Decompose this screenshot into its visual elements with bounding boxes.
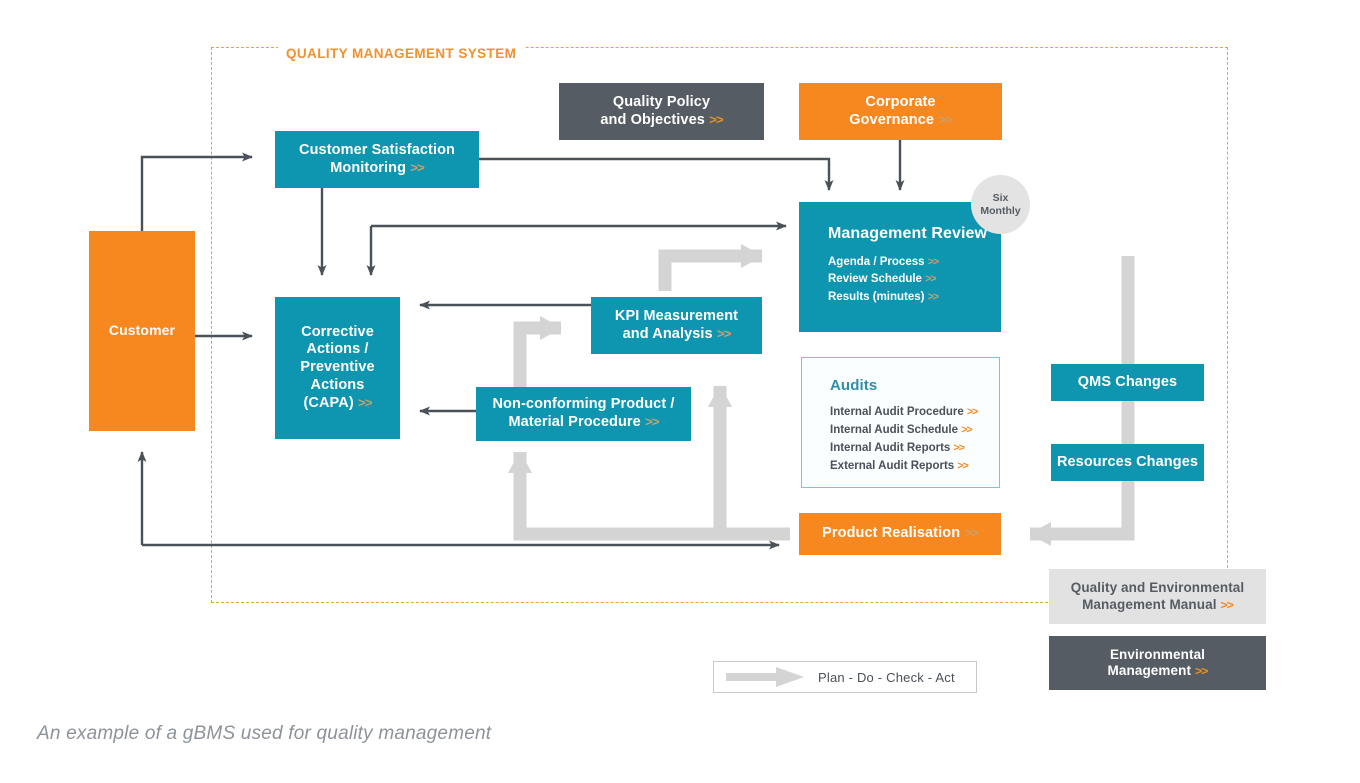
corpgov-line2: Governance bbox=[849, 111, 935, 128]
chevron-icon: >> bbox=[953, 442, 965, 455]
node-customer[interactable]: Customer bbox=[89, 231, 195, 431]
ncp-line1: Non-conforming Product / bbox=[492, 396, 675, 413]
qpo-line1: Quality Policy bbox=[612, 93, 711, 110]
audits-link-external-reports[interactable]: External Audit Reports >> bbox=[830, 460, 969, 473]
node-quality-and-environmental-management-manual[interactable]: Quality and Environmental Management Man… bbox=[1049, 569, 1266, 624]
six-monthly-line2: Monthly bbox=[980, 204, 1021, 217]
legend: Plan - Do - Check - Act bbox=[713, 661, 977, 693]
chevron-icon: >> bbox=[1220, 597, 1233, 612]
ncp-line2: Material Procedure bbox=[508, 414, 641, 430]
audits-title: Audits bbox=[830, 377, 878, 394]
chevron-icon: >> bbox=[925, 273, 936, 286]
node-customer-satisfaction-monitoring[interactable]: Customer Satisfaction Monitoring >> bbox=[275, 131, 479, 188]
qms-boundary-label: QUALITY MANAGEMENT SYSTEM bbox=[278, 46, 525, 61]
audits-link-internal-reports[interactable]: Internal Audit Reports >> bbox=[830, 442, 965, 455]
chevron-icon: >> bbox=[927, 255, 939, 268]
chevron-icon: >> bbox=[357, 394, 373, 410]
kpi-line1: KPI Measurement bbox=[614, 307, 739, 324]
node-audits[interactable]: Audits Internal Audit Procedure >> Inter… bbox=[801, 357, 1000, 488]
chevron-icon: >> bbox=[1194, 664, 1208, 678]
badge-six-monthly: Six Monthly bbox=[971, 175, 1030, 234]
envmgmt-line1: Environmental bbox=[1109, 646, 1206, 662]
corpgov-line1: Corporate bbox=[865, 93, 936, 110]
node-quality-policy-and-objectives[interactable]: Quality Policy and Objectives >> bbox=[559, 83, 764, 140]
kpi-line2: and Analysis bbox=[622, 325, 713, 342]
management-review-title: Management Review bbox=[828, 225, 988, 242]
capa-line3: Preventive bbox=[300, 359, 375, 376]
node-resources-changes[interactable]: Resources Changes bbox=[1051, 444, 1204, 481]
node-qms-changes[interactable]: QMS Changes bbox=[1051, 364, 1204, 401]
capa-line4: Actions bbox=[310, 376, 365, 393]
chevron-icon: >> bbox=[966, 406, 978, 419]
chevron-icon: >> bbox=[961, 424, 972, 437]
csm-line2: Monitoring bbox=[330, 159, 407, 176]
six-monthly-line1: Six bbox=[992, 191, 1009, 204]
figure-caption: An example of a gBMS used for quality ma… bbox=[37, 723, 492, 744]
audits-link-internal-procedure[interactable]: Internal Audit Procedure >> bbox=[830, 406, 978, 419]
chevron-icon: >> bbox=[938, 111, 953, 127]
chevron-icon: >> bbox=[964, 525, 979, 541]
qemm-line1: Quality and Environmental bbox=[1070, 580, 1245, 596]
csm-line1: Customer Satisfaction bbox=[299, 141, 455, 158]
thick-gray-arrow-icon bbox=[726, 667, 804, 687]
audits-link-internal-schedule[interactable]: Internal Audit Schedule >> bbox=[830, 424, 973, 437]
node-product-realisation[interactable]: Product Realisation >> bbox=[799, 513, 1001, 555]
node-capa[interactable]: Corrective Actions / Preventive Actions … bbox=[275, 297, 400, 439]
management-review-link-agenda[interactable]: Agenda / Process >> bbox=[828, 255, 939, 268]
capa-line1: Corrective bbox=[301, 323, 374, 340]
qpo-line2: and Objectives bbox=[600, 111, 705, 128]
node-corporate-governance[interactable]: Corporate Governance >> bbox=[799, 83, 1002, 140]
legend-label: Plan - Do - Check - Act bbox=[818, 669, 955, 685]
management-review-link-results[interactable]: Results (minutes) >> bbox=[828, 291, 939, 304]
node-customer-label: Customer bbox=[108, 322, 176, 339]
qms-changes-label: QMS Changes bbox=[1077, 373, 1178, 390]
node-non-conforming-product-material-procedure[interactable]: Non-conforming Product / Material Proced… bbox=[476, 387, 691, 441]
chevron-icon: >> bbox=[957, 460, 968, 473]
product-realisation-label: Product Realisation bbox=[822, 525, 961, 542]
management-review-links: Agenda / Process >> Review Schedule >> R… bbox=[828, 254, 939, 307]
audits-links: Internal Audit Procedure >> Internal Aud… bbox=[830, 404, 978, 476]
qms-boundary bbox=[211, 47, 1228, 603]
resources-changes-label: Resources Changes bbox=[1056, 453, 1199, 470]
chevron-icon: >> bbox=[644, 414, 660, 429]
chevron-icon: >> bbox=[410, 159, 425, 175]
management-review-link-schedule[interactable]: Review Schedule >> bbox=[828, 273, 937, 286]
envmgmt-line2: Management bbox=[1107, 663, 1192, 678]
chevron-icon: >> bbox=[927, 291, 939, 304]
node-management-review[interactable]: Management Review Agenda / Process >> Re… bbox=[799, 202, 1001, 332]
capa-line5: (CAPA) bbox=[303, 394, 354, 411]
capa-line2: Actions / bbox=[306, 341, 369, 358]
node-kpi-measurement-and-analysis[interactable]: KPI Measurement and Analysis >> bbox=[591, 297, 762, 354]
chevron-icon: >> bbox=[709, 111, 724, 127]
node-environmental-management[interactable]: Environmental Management >> bbox=[1049, 636, 1266, 690]
qemm-line2: Management Manual bbox=[1082, 596, 1217, 612]
chevron-icon: >> bbox=[716, 325, 732, 341]
